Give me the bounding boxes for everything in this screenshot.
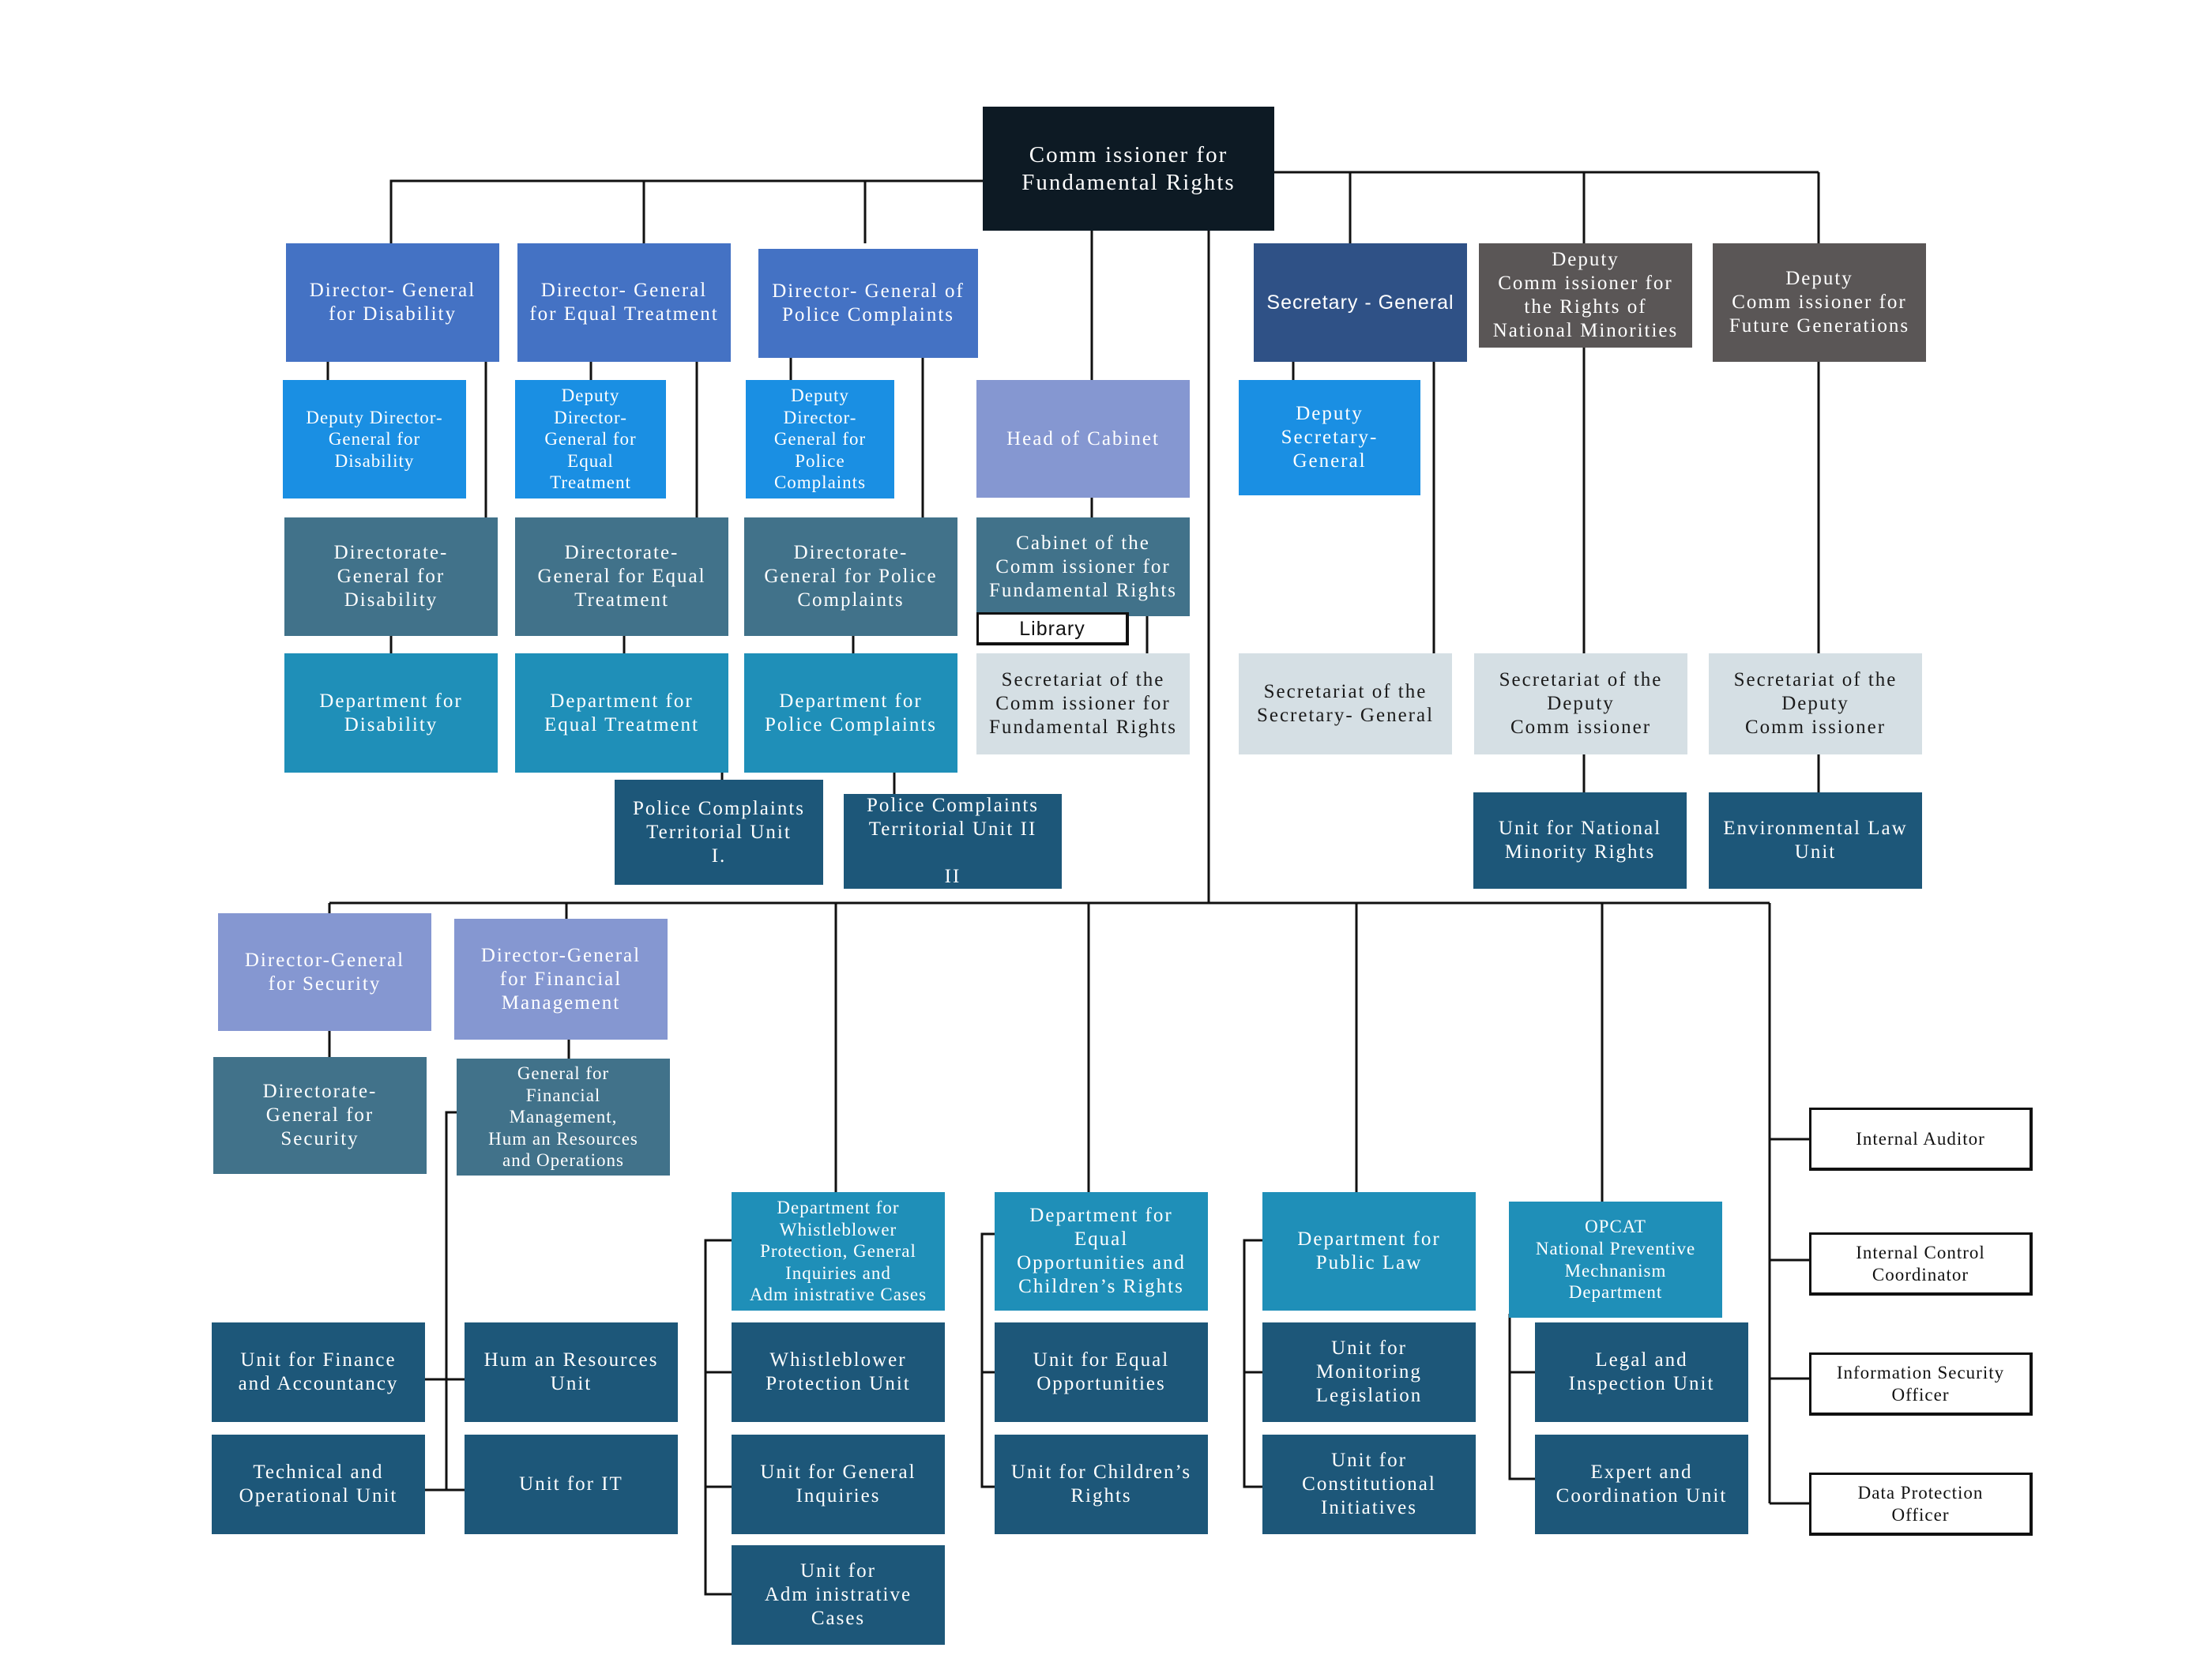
opcat-department-node: OPCAT National Preventive Mechnanism Dep…	[1509, 1202, 1722, 1318]
whistleblower-protection-unit-node: Whistleblower Protection Unit	[732, 1322, 945, 1422]
data-protection-officer-node: Data Protection Officer	[1809, 1473, 2033, 1536]
deputy-commissioner-minorities-node: Deputy Comm issioner for the Rights of N…	[1479, 243, 1692, 348]
deputy-secretary-general-node: Deputy Secretary- General	[1239, 380, 1420, 495]
unit-childrens-rights-node: Unit for Children’s Rights	[995, 1435, 1208, 1534]
library-node: Library	[976, 612, 1129, 645]
unit-finance-accountancy-node: Unit for Finance and Accountancy	[212, 1322, 425, 1422]
secretariat-deputy-minorities-node: Secretariat of the Deputy Comm issioner	[1474, 653, 1687, 754]
deputy-dg-equal-treatment-node: Deputy Director- General for Equal Treat…	[515, 380, 666, 498]
police-territorial-unit-1-node: Police Complaints Territorial Unit I.	[615, 780, 823, 885]
dg-disability-node: Director- General for Disability	[286, 243, 499, 362]
dg-security-node: Director-General for Security	[218, 913, 431, 1031]
deputy-commissioner-future-node: Deputy Comm issioner for Future Generati…	[1713, 243, 1926, 362]
directorate-security-node: Directorate- General for Security	[213, 1057, 427, 1174]
technical-operational-unit-node: Technical and Operational Unit	[212, 1435, 425, 1534]
expert-coordination-unit-node: Expert and Coordination Unit	[1535, 1435, 1748, 1534]
directorate-financial-management-node: General for Financial Management, Hum an…	[457, 1059, 670, 1176]
unit-national-minority-rights-node: Unit for National Minority Rights	[1473, 792, 1687, 889]
police-territorial-unit-2-node: Police Complaints Territorial Unit II II	[844, 794, 1062, 889]
unit-constitutional-initiatives-node: Unit for Constitutional Initiatives	[1262, 1435, 1476, 1534]
deputy-dg-police-complaints-node: Deputy Director- General for Police Comp…	[746, 380, 894, 498]
unit-general-inquiries-node: Unit for General Inquiries	[732, 1435, 945, 1534]
directorate-disability-node: Directorate- General for Disability	[284, 517, 498, 636]
secretary-general-node: Secretary - General	[1254, 243, 1467, 362]
commissioner-node: Comm issioner for Fundamental Rights	[983, 107, 1274, 231]
unit-administrative-cases-node: Unit for Adm inistrative Cases	[732, 1545, 945, 1645]
directorate-police-complaints-node: Directorate- General for Police Complain…	[744, 517, 957, 636]
directorate-equal-treatment-node: Directorate- General for Equal Treatment	[515, 517, 728, 636]
dg-police-complaints-node: Director- General of Police Complaints	[758, 249, 978, 358]
department-police-complaints-node: Department for Police Complaints	[744, 653, 957, 773]
internal-auditor-node: Internal Auditor	[1809, 1108, 2033, 1171]
unit-for-it-node: Unit for IT	[465, 1435, 678, 1534]
head-of-cabinet-node: Head of Cabinet	[976, 380, 1190, 498]
secretariat-secretary-general-node: Secretariat of the Secretary- General	[1239, 653, 1452, 754]
department-equal-treatment-node: Department for Equal Treatment	[515, 653, 728, 773]
internal-control-coordinator-node: Internal Control Coordinator	[1809, 1232, 2033, 1296]
dg-financial-management-node: Director-General for Financial Managemen…	[454, 919, 668, 1040]
department-disability-node: Department for Disability	[284, 653, 498, 773]
human-resources-unit-node: Hum an Resources Unit	[465, 1322, 678, 1422]
department-whistleblower-node: Department for Whistleblower Protection,…	[732, 1192, 945, 1311]
department-public-law-node: Department for Public Law	[1262, 1192, 1476, 1311]
dg-equal-treatment-node: Director- General for Equal Treatment	[517, 243, 731, 362]
unit-equal-opportunities-node: Unit for Equal Opportunities	[995, 1322, 1208, 1422]
unit-monitoring-legislation-node: Unit for Monitoring Legislation	[1262, 1322, 1476, 1422]
secretariat-deputy-future-node: Secretariat of the Deputy Comm issioner	[1709, 653, 1922, 754]
department-equal-opportunities-node: Department for Equal Opportunities and C…	[995, 1192, 1208, 1311]
environmental-law-unit-node: Environmental Law Unit	[1709, 792, 1922, 889]
secretariat-commissioner-node: Secretariat of the Comm issioner for Fun…	[976, 653, 1190, 754]
information-security-officer-node: Information Security Officer	[1809, 1352, 2033, 1416]
deputy-dg-disability-node: Deputy Director- General for Disability	[283, 380, 466, 498]
legal-inspection-unit-node: Legal and Inspection Unit	[1535, 1322, 1748, 1422]
cabinet-node: Cabinet of the Comm issioner for Fundame…	[976, 517, 1190, 616]
